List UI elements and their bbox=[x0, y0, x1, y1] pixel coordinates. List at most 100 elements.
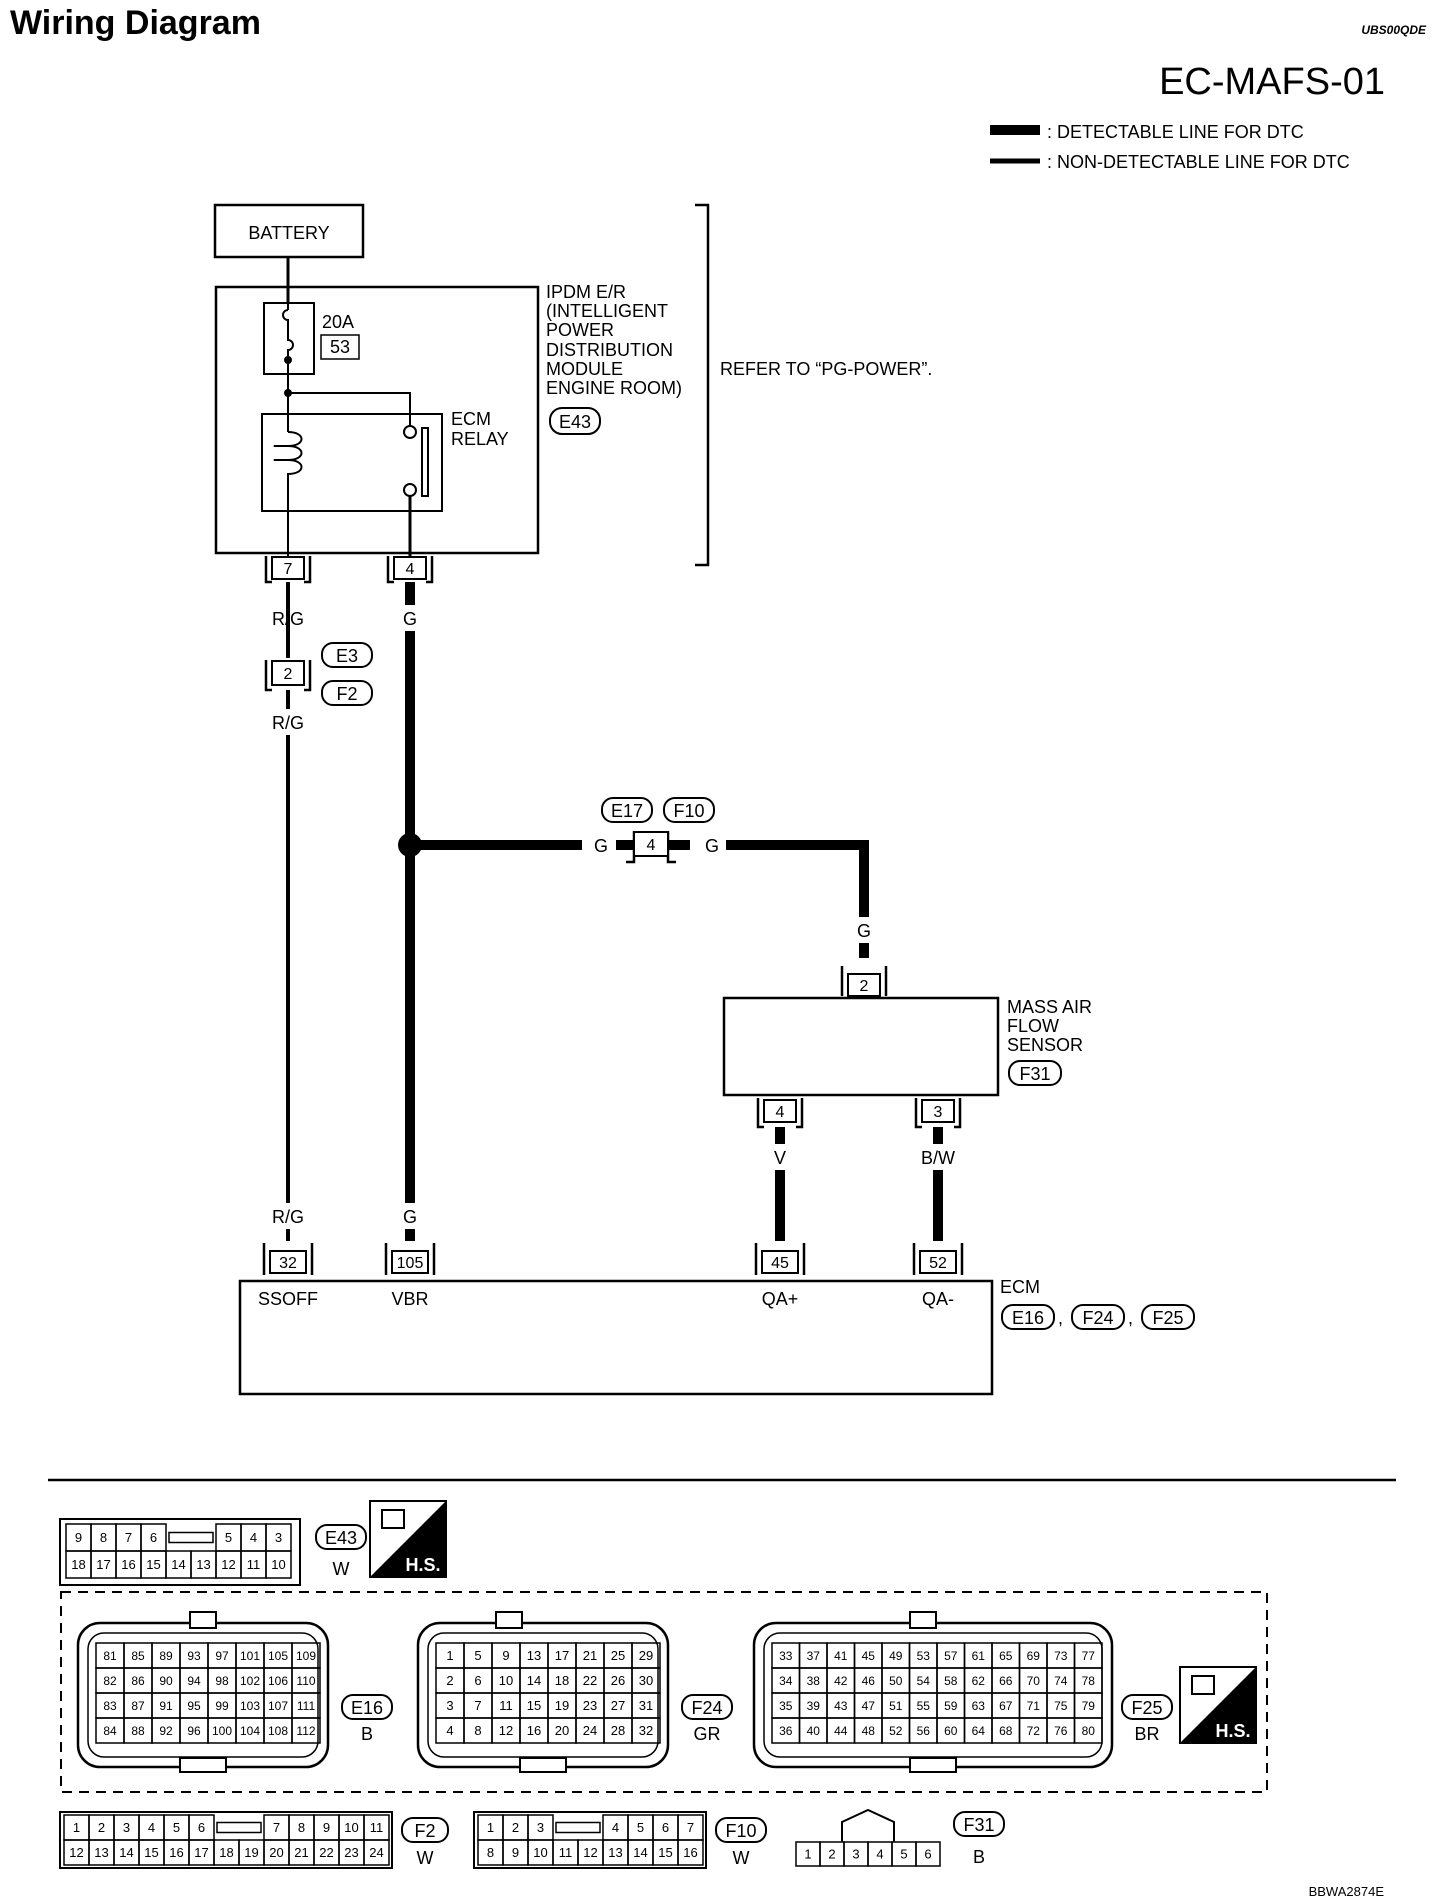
f25-conn-id: F25 bbox=[1131, 1698, 1162, 1718]
e43-pin-label: 14 bbox=[171, 1557, 185, 1572]
e16-pin-label: 109 bbox=[296, 1649, 316, 1663]
ecm-pin-45-name: QA+ bbox=[762, 1289, 799, 1309]
ecm-pin-32: 32 bbox=[262, 1243, 314, 1275]
f24-conn-id: F24 bbox=[691, 1698, 722, 1718]
e16-pin-label: 99 bbox=[215, 1699, 229, 1713]
e43-pin-label: 11 bbox=[247, 1557, 261, 1572]
f25-pin-label: 35 bbox=[779, 1699, 793, 1713]
ipdm-pin-7-number: 7 bbox=[284, 561, 293, 578]
e43-pin-label: 7 bbox=[125, 1530, 132, 1545]
ipdm-box bbox=[214, 285, 540, 555]
f24-pin-label: 30 bbox=[639, 1673, 653, 1688]
f10-pin-label: 12 bbox=[583, 1845, 597, 1860]
ecm-pin-32-number: 32 bbox=[279, 1255, 297, 1272]
refer-bracket bbox=[695, 203, 710, 567]
e16-pin-label: 94 bbox=[187, 1674, 201, 1688]
f10-pin-label: 8 bbox=[487, 1845, 494, 1860]
ipdm-label-3: POWER bbox=[546, 320, 614, 340]
ecm-conn-sep-2: , bbox=[1128, 1308, 1133, 1328]
e16-pin-label: 86 bbox=[131, 1674, 145, 1688]
g-branch-label-3: G bbox=[857, 921, 871, 941]
f25-pin-label: 68 bbox=[999, 1724, 1013, 1738]
f2-pin-label: 22 bbox=[319, 1845, 333, 1860]
f24-pin-label: 3 bbox=[446, 1698, 453, 1713]
f2-pin-label: 8 bbox=[298, 1820, 305, 1835]
ipdm-pin-4-box bbox=[393, 556, 427, 580]
f2-pin-label: 17 bbox=[194, 1845, 208, 1860]
maf-pin-2: 2 bbox=[840, 966, 888, 997]
f24-connector-housing bbox=[416, 1621, 670, 1769]
ecm-conn-tag-f24 bbox=[1071, 1304, 1125, 1330]
ecm-pin-32-name: SSOFF bbox=[258, 1289, 318, 1309]
e43-pin-label: 16 bbox=[121, 1557, 135, 1572]
f2-connector-outline bbox=[59, 1811, 393, 1869]
f24-pin-cell bbox=[631, 1717, 661, 1744]
f10-pin-label: 6 bbox=[662, 1820, 669, 1835]
ecm-conn-id-e16: E16 bbox=[1012, 1308, 1044, 1328]
e16-pin-label: 82 bbox=[103, 1674, 117, 1688]
inline-conn-tag-e17 bbox=[601, 797, 653, 823]
f25-pin-label: 46 bbox=[862, 1674, 876, 1688]
ecm-pin-52: 52 bbox=[912, 1243, 964, 1275]
f25-pin-label: 63 bbox=[972, 1699, 986, 1713]
maf-pin-2-housing bbox=[840, 966, 888, 996]
f31-pin-label: 4 bbox=[876, 1847, 883, 1862]
ipdm-label: IPDM E/R (INTELLIGENT POWER DISTRIBUTION… bbox=[546, 282, 682, 398]
rg-wire-label-1: R/G bbox=[272, 609, 304, 629]
f25-pin-label: 75 bbox=[1054, 1699, 1068, 1713]
v-wire-label: V bbox=[774, 1148, 786, 1168]
ecm-conn-id-f24: F24 bbox=[1082, 1308, 1113, 1328]
f25-pin-label: 36 bbox=[779, 1724, 793, 1738]
f2-pin-label: 18 bbox=[219, 1845, 233, 1860]
f24-pin-label: 26 bbox=[611, 1673, 625, 1688]
g-label-bg-2 bbox=[396, 1203, 424, 1229]
f25-pin-label: 78 bbox=[1082, 1674, 1096, 1688]
f25-pin-label: 55 bbox=[917, 1699, 931, 1713]
f24-pin-label: 13 bbox=[527, 1648, 541, 1663]
f24-latch-top bbox=[495, 1611, 523, 1629]
f31-pin-label: 5 bbox=[900, 1847, 907, 1862]
f24-conn-tag bbox=[681, 1694, 733, 1720]
f24-pin-label: 29 bbox=[639, 1648, 653, 1663]
maf-pin-2-number: 2 bbox=[860, 978, 869, 995]
g-wire-label-2: G bbox=[403, 1207, 417, 1227]
hs-badge-plug-icon bbox=[381, 1509, 405, 1529]
f25-pin-label: 43 bbox=[834, 1699, 848, 1713]
e43-pin-label: 9 bbox=[75, 1530, 82, 1545]
f2-conn-color: W bbox=[417, 1848, 434, 1868]
f25-pin-label: 65 bbox=[999, 1649, 1013, 1663]
f10-connector-outline bbox=[473, 1811, 707, 1869]
maf-connector-tag bbox=[1008, 1060, 1062, 1086]
f31-pin-label: 3 bbox=[852, 1847, 859, 1862]
f25-pin-label: 51 bbox=[889, 1699, 903, 1713]
joint-conn-tag-e3 bbox=[321, 642, 373, 668]
f24-pin-label: 12 bbox=[499, 1723, 513, 1738]
f10-pin-label: 11 bbox=[559, 1845, 573, 1860]
f2-pin-label: 13 bbox=[94, 1845, 108, 1860]
e16-pin-label: 105 bbox=[268, 1649, 288, 1663]
inline-conn-id-e17: E17 bbox=[611, 801, 643, 821]
joint-connector-pin: 2 bbox=[284, 666, 293, 683]
e16-pin-label: 107 bbox=[268, 1699, 288, 1713]
f25-latch-top bbox=[909, 1611, 937, 1629]
f24-pin-label: 23 bbox=[583, 1698, 597, 1713]
f25-pin-cell bbox=[1073, 1717, 1103, 1744]
f10-conn-color: W bbox=[733, 1848, 750, 1868]
f2-pin-label: 4 bbox=[148, 1820, 155, 1835]
f2-pin-label: 1 bbox=[73, 1820, 80, 1835]
f25-pin-label: 66 bbox=[999, 1674, 1013, 1688]
f10-conn-id: F10 bbox=[725, 1821, 756, 1841]
e43-pin-label: 12 bbox=[221, 1557, 235, 1572]
e43-pin-label: 8 bbox=[100, 1530, 107, 1545]
e16-pin-label: 96 bbox=[187, 1724, 201, 1738]
ecm-pin-105-housing bbox=[384, 1243, 436, 1275]
e16-pin-label: 89 bbox=[159, 1649, 173, 1663]
ecm-pin-45: 45 bbox=[754, 1243, 806, 1275]
fuse-number: 53 bbox=[330, 337, 350, 357]
f24-pin-label: 1 bbox=[446, 1648, 453, 1663]
e43-pin-label: 6 bbox=[150, 1530, 157, 1545]
ipdm-label-5: MODULE bbox=[546, 359, 623, 379]
